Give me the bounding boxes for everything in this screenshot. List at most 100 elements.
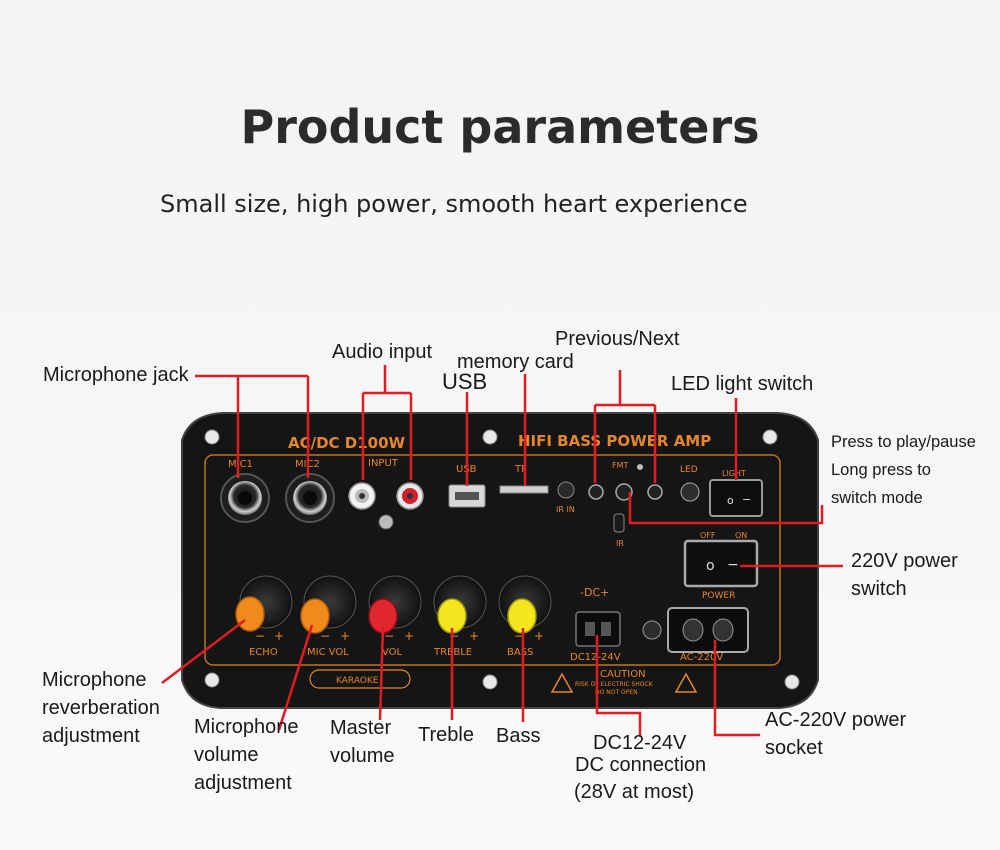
svg-text:−: − (742, 493, 751, 506)
caution-line2: DO NOT OPEN (595, 689, 638, 696)
svg-text:−: − (727, 557, 739, 573)
label-dc-3: (28V at most) (574, 781, 695, 803)
ir-label: IR (616, 539, 624, 548)
power-label: POWER (702, 591, 735, 601)
label-memory-card: memory card (457, 351, 574, 373)
vol-knob[interactable] (368, 575, 422, 634)
play-pause-button[interactable] (615, 483, 633, 501)
label-dc-1: DC12-24V (593, 732, 687, 754)
callout-line-echo (161, 619, 246, 684)
svg-text:+: + (340, 629, 350, 643)
label-bass: Bass (496, 725, 541, 747)
callout-line-mic-jack (195, 374, 310, 478)
tf-label: TF (514, 464, 527, 475)
screw-hole (482, 429, 498, 445)
bass-label: BASS (507, 647, 533, 658)
tf-card-slot (499, 485, 549, 494)
screw-hole (204, 429, 220, 445)
bass-knob[interactable] (498, 575, 552, 634)
svg-text:−: − (384, 629, 394, 643)
karaoke-badge (309, 669, 411, 689)
fmt-indicator (637, 464, 643, 470)
ir-in-sensor (557, 481, 575, 499)
led-indicator (680, 482, 700, 502)
light-label: LIGHT (722, 469, 746, 478)
mic1-label: MIC1 (228, 459, 253, 470)
screw-hole (784, 674, 800, 690)
treble-knob[interactable] (433, 575, 487, 634)
svg-text:−: − (320, 629, 330, 643)
dc-rating-label: DC12-24V (570, 652, 621, 663)
fmt-label: FMT (612, 461, 629, 470)
callout-line-audio-input (361, 365, 413, 480)
svg-text:−: − (255, 629, 265, 643)
echo-knob[interactable] (235, 575, 293, 632)
rca-white-jack (348, 482, 376, 510)
echo-label: ECHO (249, 647, 278, 658)
input-label: INPUT (368, 458, 399, 469)
warning-icon (550, 672, 574, 693)
mounting-screw (378, 514, 394, 530)
label-usb: USB (442, 369, 488, 394)
vol-label: VOL (382, 647, 403, 658)
label-previous-next: Previous/Next (555, 328, 680, 350)
panel-name-label: HIFI BASS POWER AMP (518, 432, 711, 450)
callout-line-vol (378, 625, 385, 721)
label-mic-volume: Microphone volume adjustment (194, 716, 299, 794)
label-play-pause-2: Long press to (831, 461, 931, 479)
label-treble: Treble (418, 724, 474, 746)
callout-line-prev-next (593, 370, 657, 483)
svg-text:o: o (706, 558, 715, 574)
mic1-jack (220, 473, 270, 523)
mic-vol-knob[interactable] (300, 575, 357, 634)
fuse-holder (642, 620, 662, 640)
label-master-volume: Master volume (330, 717, 395, 767)
panel-model-label: AC/DC D100W (288, 434, 406, 452)
off-label: OFF (700, 531, 716, 540)
svg-text:+: + (404, 629, 414, 643)
screw-holes (204, 429, 800, 690)
knob-marks: −+ −+ −+ −+ −+ (255, 629, 544, 643)
label-ac-socket: AC-220V power socket (765, 709, 907, 759)
mic-vol-label: MIC VOL (307, 647, 349, 658)
caution-label: CAUTION (600, 669, 646, 680)
previous-button[interactable] (588, 484, 604, 500)
rca-red-jack (396, 482, 424, 510)
svg-text:−: − (449, 629, 459, 643)
page-subtitle: Small size, high power, smooth heart exp… (160, 190, 748, 218)
screw-hole (482, 674, 498, 690)
screw-hole (204, 672, 220, 688)
callout-line-play-pause (628, 492, 824, 525)
next-button[interactable] (647, 484, 663, 500)
label-led-light-switch: LED light switch (671, 373, 814, 395)
label-play-pause-3: switch mode (831, 489, 923, 507)
label-audio-input: Audio input (332, 341, 433, 363)
panel-border (204, 454, 781, 666)
callout-line-mic-vol (277, 624, 314, 731)
svg-text:−: − (514, 629, 524, 643)
label-mic-reverb: Microphone reverberation adjustment (42, 669, 160, 747)
led-label: LED (680, 465, 698, 475)
ir-in-label: IR IN (556, 505, 575, 514)
power-switch[interactable]: o − (683, 539, 759, 588)
svg-text:+: + (274, 629, 284, 643)
warning-icon (674, 672, 698, 693)
svg-text:o: o (727, 494, 734, 507)
page-title: Product parameters (240, 100, 760, 154)
label-power-switch: 220V power switch (851, 550, 958, 600)
karaoke-label: KARAOKE (336, 676, 379, 686)
caution-line1: RISK OF ELECTRIC SHOCK (575, 681, 654, 688)
svg-text:+: + (534, 629, 544, 643)
label-microphone-jack: Microphone jack (43, 364, 189, 386)
led-light-switch[interactable]: o − (709, 479, 763, 517)
callout-line-dc (595, 635, 642, 736)
label-play-pause-1: Press to play/pause (831, 433, 976, 451)
svg-text:+: + (469, 629, 479, 643)
dc-label: -DC+ (580, 586, 609, 599)
callout-line-ac (713, 640, 760, 737)
on-label: ON (735, 531, 747, 540)
callout-lines (161, 365, 843, 737)
screw-hole (762, 429, 778, 445)
ac-socket (667, 607, 749, 653)
